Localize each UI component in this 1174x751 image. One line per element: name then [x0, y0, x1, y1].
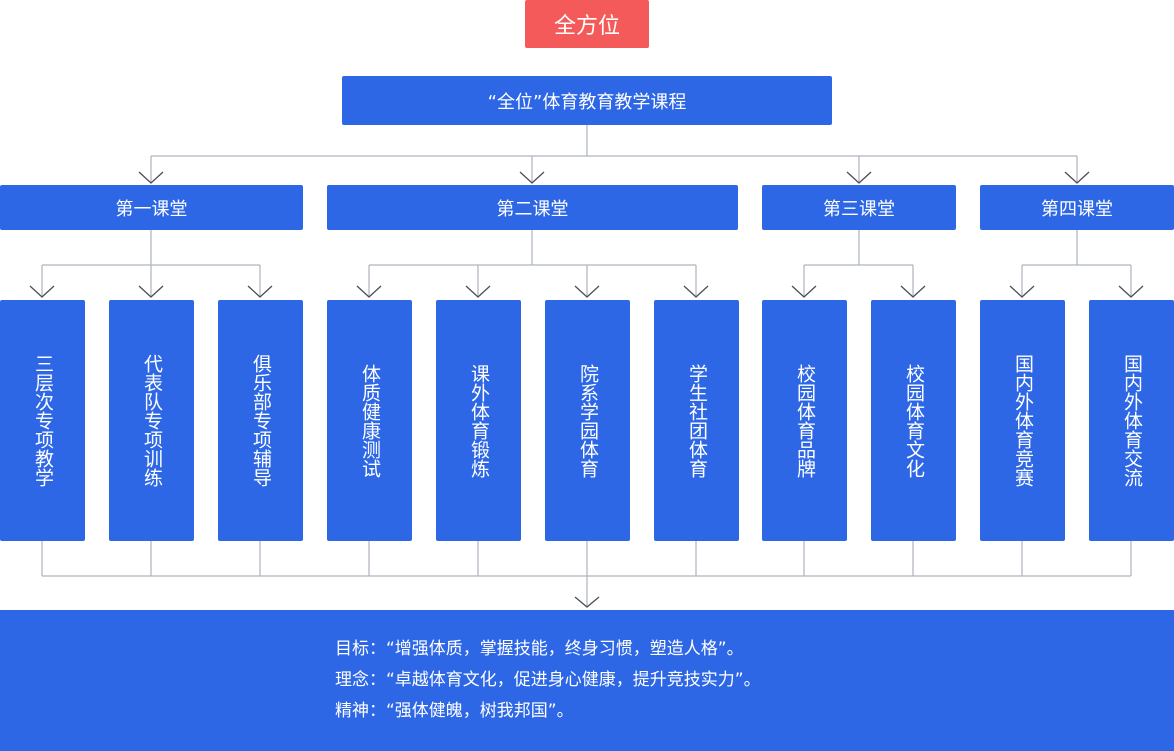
- class-box-3: 第三课堂: [762, 185, 956, 230]
- arrow-head-leaf: [791, 285, 817, 298]
- summary-text: 目标：“增强体质，掌握技能，终身习惯，塑造人格”。 理念：“卓越体育文化，促进身…: [335, 634, 761, 727]
- arrow-head-leaf: [247, 285, 273, 298]
- connector-leaves-to-summary: [41, 541, 1132, 607]
- arrow-head-leaf: [465, 285, 491, 298]
- connector-class-2: [368, 230, 697, 297]
- leaf-box: 三层次专项教学: [0, 300, 85, 541]
- summary-goal: 目标：“增强体质，掌握技能，终身习惯，塑造人格”。: [335, 639, 744, 659]
- connector-main-to-classes: [150, 125, 1078, 183]
- leaf-box: 体质健康测试: [327, 300, 412, 541]
- arrow-head-leaf: [900, 285, 926, 298]
- leaf-box: 课外体育锻炼: [436, 300, 521, 541]
- arrow-head-leaf: [29, 285, 55, 298]
- leaf-box: 俱乐部专项辅导: [218, 300, 303, 541]
- summary-spirit: 精神：“强体健魄，树我邦国”。: [335, 701, 574, 721]
- leaf-box: 校园体育文化: [871, 300, 956, 541]
- class-box-4: 第四课堂: [980, 185, 1174, 230]
- arrow-head-leaf: [574, 285, 600, 298]
- leaf-box: 院系学园体育: [545, 300, 630, 541]
- connector-class-1: [41, 230, 261, 297]
- arrow-head-leaf: [1009, 285, 1035, 298]
- arrow-head-summary: [574, 596, 600, 608]
- class-box-1: 第一课堂: [0, 185, 303, 230]
- arrow-head-leaf: [1118, 285, 1144, 298]
- arrow-head-class-4: [1064, 171, 1090, 184]
- connector-class-4: [1021, 230, 1132, 297]
- arrow-head-leaf: [683, 285, 709, 298]
- summary-box: 目标：“增强体质，掌握技能，终身习惯，塑造人格”。 理念：“卓越体育文化，促进身…: [0, 610, 1174, 751]
- summary-concept: 理念：“卓越体育文化，促进身心健康，提升竞技实力”。: [335, 670, 761, 690]
- arrow-head-class-2: [519, 171, 545, 184]
- leaf-box: 国内外体育竞赛: [980, 300, 1065, 541]
- arrow-head-leaf: [138, 285, 164, 298]
- leaf-box: 学生社团体育: [654, 300, 739, 541]
- leaf-box: 代表队专项训练: [109, 300, 194, 541]
- leaf-box: 校园体育品牌: [762, 300, 847, 541]
- leaf-box: 国内外体育交流: [1089, 300, 1174, 541]
- connector-class-3: [803, 230, 914, 297]
- class-box-2: 第二课堂: [327, 185, 738, 230]
- arrow-head-leaf: [356, 285, 382, 298]
- arrow-head-class-3: [846, 171, 872, 184]
- main-title-box: “全位”体育教育教学课程: [342, 76, 832, 125]
- top-title: 全方位: [525, 0, 649, 48]
- arrow-head-class-1: [138, 171, 164, 184]
